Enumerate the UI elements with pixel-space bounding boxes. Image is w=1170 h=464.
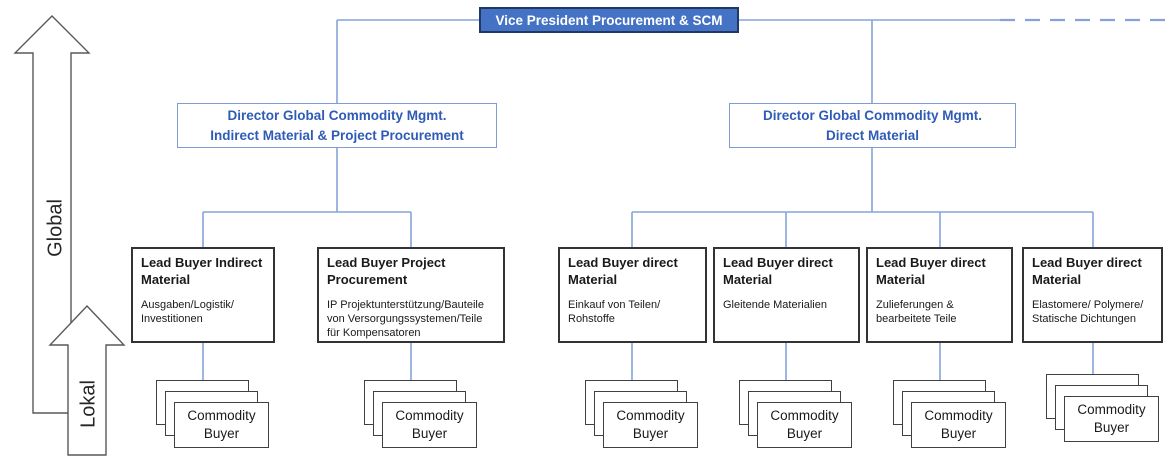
lokal-up-arrow [48,304,126,456]
director-title-line1: Director Global Commodity Mgmt. [762,107,982,123]
commodity-buyer-box: Commodity Buyer [757,402,852,448]
commodity-buyer-box: Commodity Buyer [382,402,477,448]
commodity-buyer-stack: Commodity Buyer [585,380,699,448]
lead-buyer-direct-material-2-box: Lead Buyer direct Material Gleitende Mat… [713,247,860,343]
org-connector-lines [202,19,1094,381]
commodity-buyer-stack: Commodity Buyer [1046,374,1160,442]
director-title-line1: Director Global Commodity Mgmt. [227,107,447,123]
lead-buyer-title: Lead Buyer Project Procurement [327,255,446,287]
lead-buyer-subtitle: Gleitende Materialien [723,298,827,311]
lead-buyer-direct-material-3-box: Lead Buyer direct Material Zulieferungen… [866,247,1013,343]
commodity-buyer-stack: Commodity Buyer [739,380,853,448]
commodity-buyer-box: Commodity Buyer [174,402,269,448]
lead-buyer-direct-material-1-box: Lead Buyer direct Material Einkauf von T… [558,247,707,343]
lead-buyer-subtitle: IP Projektunterstützung/Bauteile von Ver… [327,298,484,340]
commodity-buyer-stack: Commodity Buyer [893,380,1007,448]
lead-buyer-indirect-material-box: Lead Buyer Indirect Material Ausgaben/Lo… [131,247,275,343]
lead-buyer-subtitle: Elastomere/ Polymere/ Statische Dichtung… [1032,298,1144,326]
director-direct-material-box: Director Global Commodity Mgmt. Direct M… [729,103,1016,148]
lead-buyer-subtitle: Einkauf von Teilen/ Rohstoffe [568,298,661,326]
lead-buyer-title: Lead Buyer direct Material [568,255,678,287]
lead-buyer-project-procurement-box: Lead Buyer Project Procurement IP Projek… [317,247,505,343]
lead-buyer-title: Lead Buyer direct Material [1032,255,1142,287]
commodity-buyer-box: Commodity Buyer [1064,396,1159,442]
lead-buyer-title: Lead Buyer direct Material [723,255,833,287]
lead-buyer-subtitle: Ausgaben/Logistik/ Investitionen [141,298,234,326]
director-title-line2: Direct Material [825,127,920,143]
commodity-buyer-box: Commodity Buyer [603,402,698,448]
commodity-buyer-stack: Commodity Buyer [156,380,270,448]
director-indirect-material-box: Director Global Commodity Mgmt. Indirect… [177,103,497,148]
lead-buyer-direct-material-4-box: Lead Buyer direct Material Elastomere/ P… [1022,247,1163,343]
vp-procurement-label: Vice President Procurement & SCM [495,12,723,28]
global-up-arrow [13,15,91,414]
commodity-buyer-box: Commodity Buyer [911,402,1006,448]
director-title-line2: Indirect Material & Project Procurement [210,127,464,143]
vp-procurement-box: Vice President Procurement & SCM [479,7,739,33]
lokal-axis-label: Lokal [77,380,100,428]
commodity-buyer-stack: Commodity Buyer [364,380,478,448]
lead-buyer-title: Lead Buyer Indirect Material [141,255,263,287]
lead-buyer-title: Lead Buyer direct Material [876,255,986,287]
lead-buyer-subtitle: Zulieferungen & bearbeitete Teile [876,298,957,326]
global-axis-label: Global [44,199,67,257]
